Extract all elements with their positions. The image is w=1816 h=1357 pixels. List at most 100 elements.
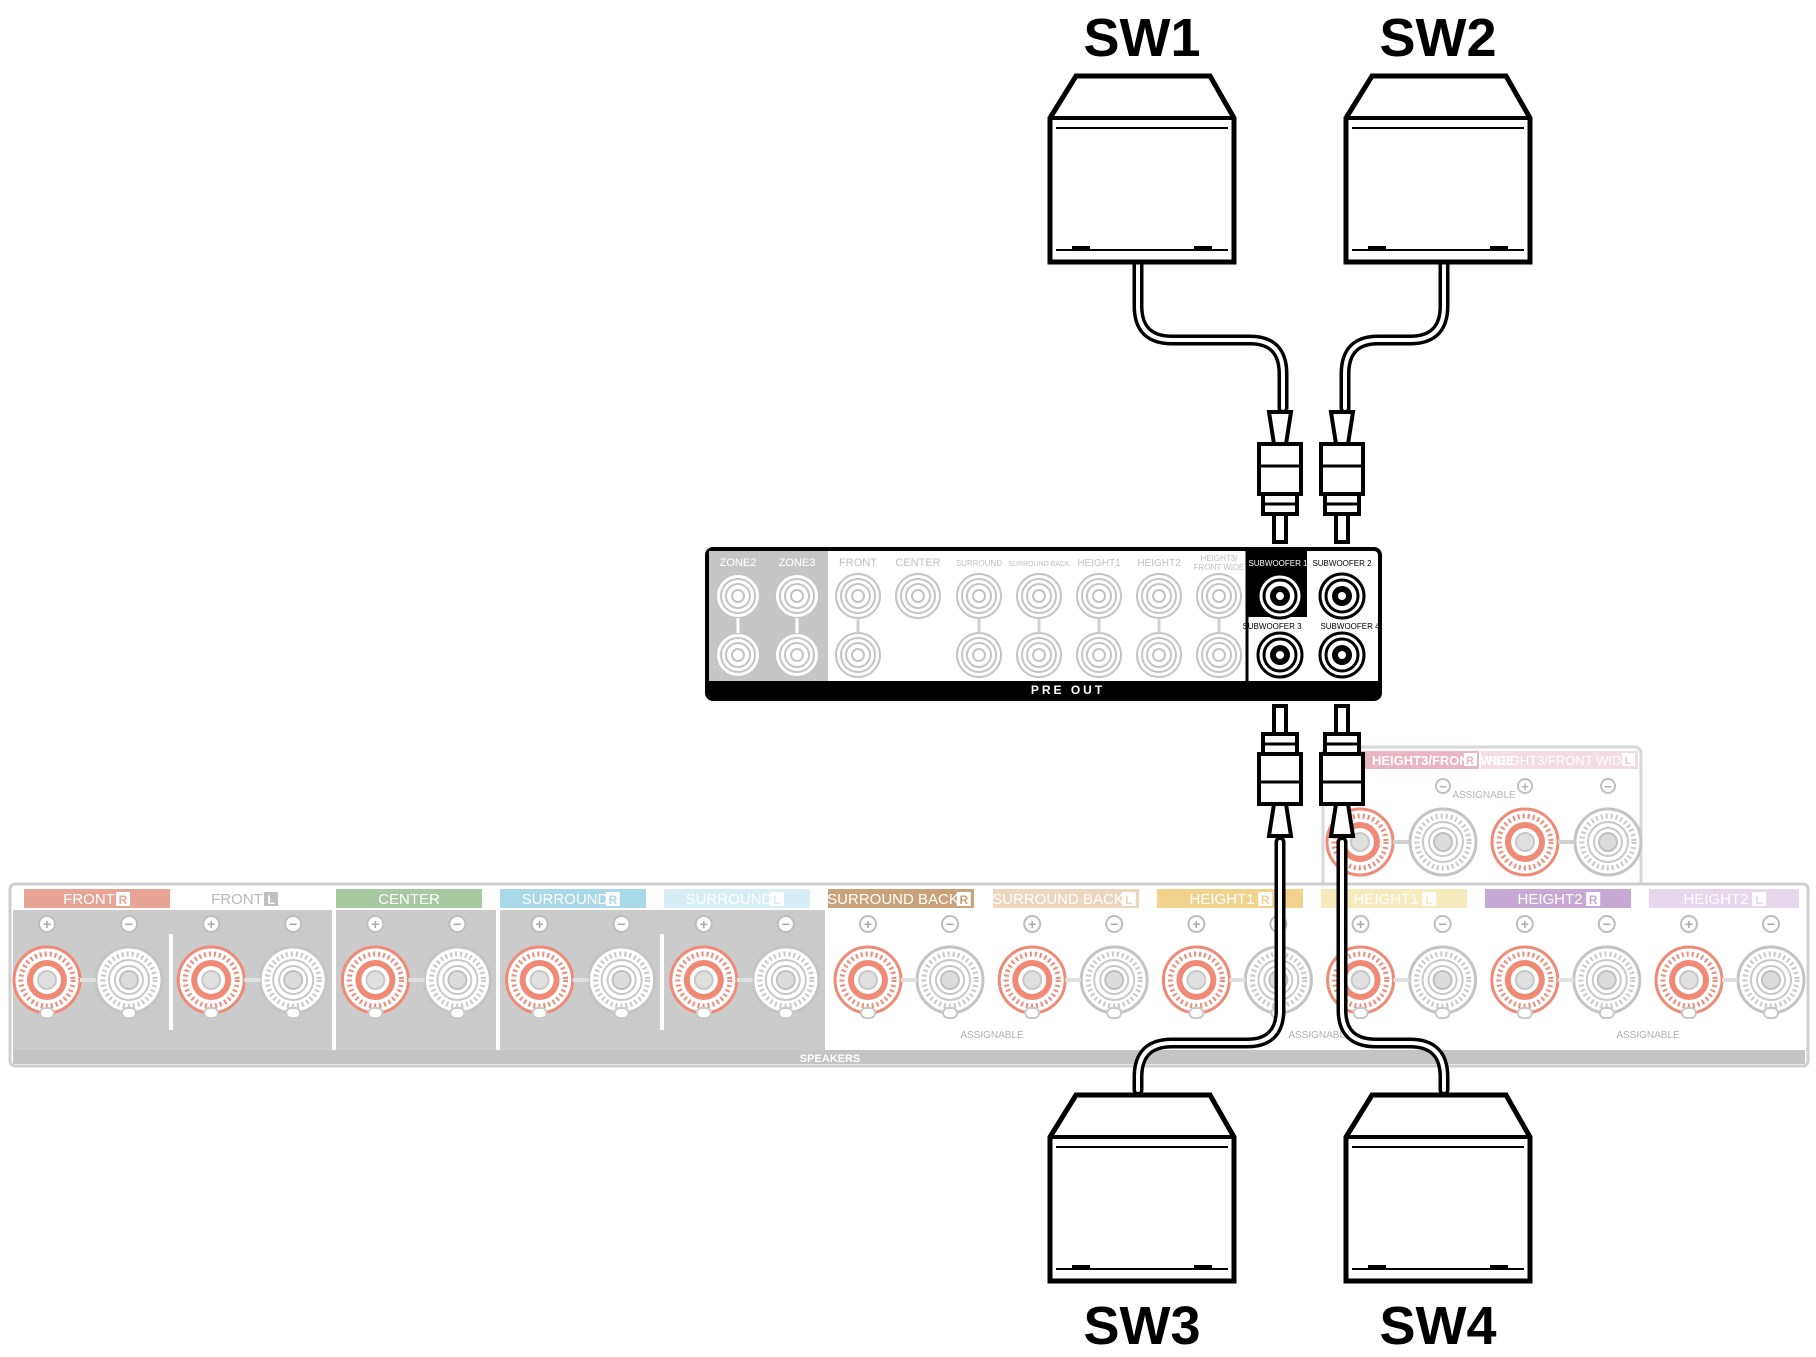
- speaker-3-minus-mark: [612, 915, 631, 933]
- speaker-header-5-label: SURROUND BACK: [827, 891, 959, 908]
- speaker-8-terminal-minus: [1410, 947, 1476, 1013]
- preout-front-jack-top: [835, 573, 881, 619]
- assignable-label-1: ASSIGNABLE: [960, 1030, 1024, 1041]
- speaker-4-terminal-plus-tab: [695, 1007, 712, 1019]
- speaker-2-terminal-minus: [424, 947, 490, 1013]
- speaker-4-minus-mark: [776, 915, 795, 933]
- cable-sw1: [1132, 256, 1289, 414]
- surround-back-preout-label: SURROUND BACK: [1008, 561, 1070, 568]
- speaker-7-terminal-plus-tab: [1188, 1007, 1205, 1019]
- cables: [1132, 256, 1450, 1096]
- subwoofer-sw4: [1346, 1095, 1530, 1281]
- speaker-header-5-side-box: [956, 892, 971, 906]
- speaker-header-9-side: R: [1589, 893, 1598, 907]
- speaker-1-minus-symbol: −: [289, 916, 297, 932]
- center-preout-label: CENTER: [895, 557, 940, 569]
- speaker-10-minus-symbol: −: [1767, 916, 1775, 932]
- speaker-1-terminal-plus-tab: [203, 1007, 220, 1019]
- preout-zone2-jack-top: [715, 573, 761, 619]
- preout-height1-jack-top: [1076, 573, 1122, 619]
- subwoofer4-label: SUBWOOFER 4: [1320, 622, 1380, 631]
- speaker-3-terminal-plus: [507, 947, 573, 1013]
- height3-preout-label-line2: FRONT WIDE: [1194, 563, 1245, 572]
- speaker-4-terminal-plus: [671, 947, 737, 1013]
- speaker-0-terminal-minus-tab: [121, 1007, 137, 1019]
- plug-sw3: [1257, 704, 1303, 838]
- speaker-header-5-side: R: [959, 893, 968, 907]
- speaker-header-6-label: SURROUND BACK: [992, 891, 1124, 908]
- preout-surround-back-jack-top: [1016, 573, 1062, 619]
- speaker-header-10-label: HEIGHT2: [1683, 891, 1748, 908]
- speaker-header-9-side-box: [1586, 892, 1601, 906]
- speaker-5-minus-mark: [941, 915, 959, 933]
- assignable-label-2: ASSIGNABLE: [1288, 1030, 1352, 1041]
- preout-front-jack-bottom: [835, 632, 881, 678]
- speaker-header-1-side-box: [264, 892, 278, 906]
- speaker-1-plus-mark: [202, 915, 221, 933]
- speaker-2-terminal-minus-tab: [449, 1007, 466, 1019]
- speaker-header-0-label: FRONT: [63, 891, 115, 908]
- speaker-1-terminal-minus: [260, 947, 326, 1013]
- speaker-10-plus-mark: [1680, 915, 1698, 933]
- speaker-header-1-side: L: [267, 893, 274, 907]
- speaker-6-minus-symbol: −: [1110, 916, 1118, 932]
- speaker-8-plus-symbol: +: [1357, 916, 1365, 932]
- speaker-header-4-side-box: [769, 892, 784, 906]
- speaker-9-minus-mark: [1597, 915, 1616, 933]
- speaker-10-plus-symbol: +: [1685, 916, 1693, 932]
- height3-assignable: ASSIGNABLE: [1452, 790, 1516, 801]
- speaker-10-terminal-minus-tab: [1763, 1007, 1779, 1019]
- speaker-header-7-label: HEIGHT1: [1189, 891, 1254, 908]
- svg-text:−: −: [1604, 779, 1612, 794]
- speaker-3-terminal-plus-tab: [531, 1007, 548, 1019]
- subwoofer1-jack: [1256, 572, 1304, 620]
- speaker-header-10-side-box: [1752, 892, 1767, 906]
- preout-zone3-jack-bottom: [774, 632, 820, 678]
- height3-r-label: HEIGHT3/FRONT WIDE: [1372, 753, 1515, 768]
- preout-zone2-jack-bottom: [715, 632, 761, 678]
- speaker-2-terminal-plus: [342, 947, 408, 1013]
- speaker-6-plus-symbol: +: [1028, 916, 1036, 932]
- sw3-label: SW3: [1083, 1296, 1200, 1356]
- speaker-4-minus-symbol: −: [782, 916, 790, 932]
- preout-height2-jack-top: [1136, 573, 1182, 619]
- speaker-4-terminal-minus: [753, 947, 819, 1013]
- speaker-header-8-side: L: [1426, 893, 1433, 907]
- speaker-8-terminal-minus-tab: [1434, 1007, 1451, 1019]
- svg-text:−: −: [1439, 779, 1447, 794]
- speaker-9-minus-symbol: −: [1603, 916, 1611, 932]
- speaker-6-minus-mark: [1105, 915, 1124, 933]
- speaker-6-terminal-plus: [999, 947, 1065, 1013]
- preout-surround-back-jack-bottom: [1016, 632, 1062, 678]
- front-preout-label: FRONT: [839, 557, 877, 569]
- speaker-header-2-bg: [336, 889, 482, 908]
- speaker-header-7-side: R: [1261, 893, 1270, 907]
- speaker-8-minus-symbol: −: [1439, 916, 1447, 932]
- speaker-header-2-label: CENTER: [378, 891, 440, 908]
- speaker-header-3-side: R: [608, 893, 617, 907]
- speaker-9-terminal-plus: [1492, 947, 1558, 1013]
- speaker-header-0-side-box: [116, 892, 130, 906]
- speaker-6-terminal-minus: [1081, 947, 1147, 1013]
- speaker-4-plus-mark: [694, 915, 713, 933]
- speaker-header-5-bg: [828, 889, 974, 908]
- speaker-9-plus-symbol: +: [1521, 916, 1529, 932]
- speaker-2-plus-mark: [366, 915, 385, 933]
- speaker-header-6-bg: [993, 889, 1139, 908]
- speaker-3-plus-mark: [530, 915, 549, 933]
- speaker-2-terminal-plus-tab: [367, 1007, 384, 1019]
- preout-height2-jack-bottom: [1136, 632, 1182, 678]
- speaker-header-3-label: SURROUND: [522, 891, 609, 908]
- speakers-title: SPEAKERS: [800, 1053, 861, 1065]
- speaker-2-plus-symbol: +: [371, 916, 379, 932]
- height3-front-wide-panel: HEIGHT3/FRONT WIDE R HEIGHT3/FRONT WIDE …: [1321, 745, 1641, 889]
- speaker-0-terminal-minus: [96, 947, 162, 1013]
- svg-text:L: L: [1625, 755, 1632, 767]
- speaker-1-minus-mark: [284, 915, 303, 933]
- speaker-2-minus-symbol: −: [453, 916, 461, 932]
- plug-sw2: [1319, 410, 1365, 544]
- zone3-label: ZONE3: [779, 557, 816, 569]
- sw1-label: SW1: [1083, 8, 1200, 68]
- speaker-10-terminal-minus: [1738, 947, 1804, 1013]
